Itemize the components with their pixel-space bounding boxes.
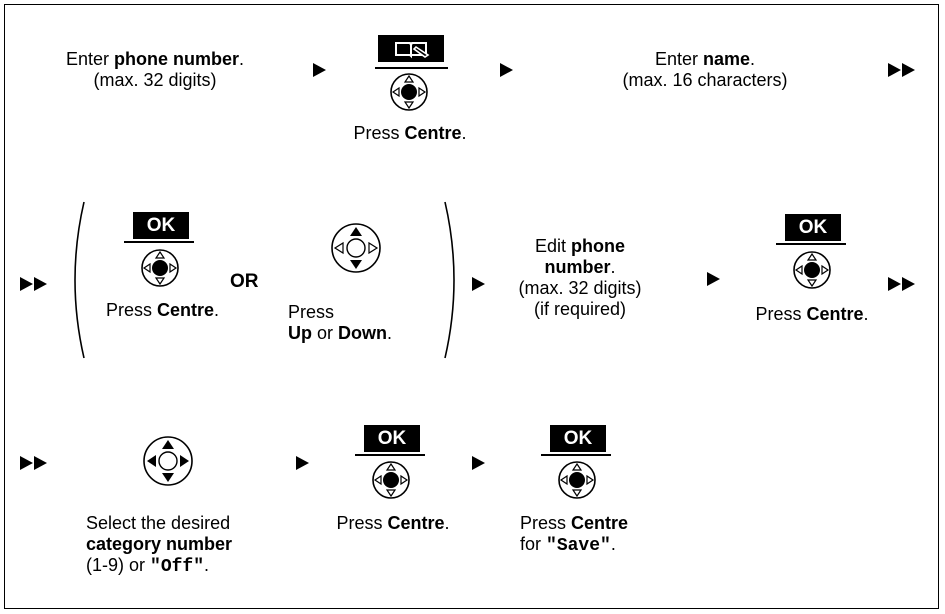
phonebook-key: [378, 35, 444, 62]
caption-press-centre: Press Centre.: [353, 123, 467, 143]
navigator-centre-icon: [141, 249, 179, 287]
step-select-category: Select the desired category number (1-9)…: [86, 513, 233, 577]
arrow-icon: [472, 277, 485, 291]
arrow-icon: [500, 63, 513, 77]
divider-line: [541, 454, 611, 456]
ok-key: OK: [550, 425, 606, 452]
divider-line: [776, 243, 846, 245]
step-enter-phone-number: Enter phone number. (max. 32 digits): [65, 49, 245, 90]
right-parenthesis: [444, 201, 455, 359]
continue-arrow-icon: [888, 63, 918, 77]
navigator-centre-icon: [390, 73, 428, 111]
step-press-centre-save: Press Centre for "Save".: [520, 513, 629, 556]
left-parenthesis: [74, 201, 85, 359]
navigator-centre-icon: [558, 461, 596, 499]
option-press-up-down: Press Up or Down.: [288, 302, 393, 343]
continue-arrow-icon: [888, 277, 918, 291]
option-press-centre: Press Centre.: [105, 300, 220, 320]
arrow-icon: [296, 456, 309, 470]
divider-line: [355, 454, 425, 456]
caption-press-centre: Press Centre.: [755, 304, 869, 324]
divider-line: [375, 67, 448, 69]
divider-line: [124, 241, 194, 243]
navigator-updown-icon: [331, 223, 381, 273]
ok-key: OK: [133, 212, 189, 239]
or-label: OR: [230, 271, 259, 292]
phonebook-icon: [395, 42, 430, 59]
continue-arrow-icon: [20, 277, 50, 291]
continue-arrow-icon: [20, 456, 50, 470]
step-edit-phone-number: Edit phone number. (max. 32 digits) (if …: [518, 236, 642, 319]
step-enter-name: Enter name. (max. 16 characters): [622, 49, 788, 90]
caption-press-centre: Press Centre.: [336, 513, 450, 533]
ok-key: OK: [364, 425, 420, 452]
arrow-icon: [707, 272, 720, 286]
navigator-centre-icon: [793, 251, 831, 289]
navigator-centre-icon: [372, 461, 410, 499]
ok-key: OK: [785, 214, 841, 241]
navigator-all-icon: [143, 436, 193, 486]
arrow-icon: [313, 63, 326, 77]
diagram-frame: [4, 4, 939, 609]
arrow-icon: [472, 456, 485, 470]
